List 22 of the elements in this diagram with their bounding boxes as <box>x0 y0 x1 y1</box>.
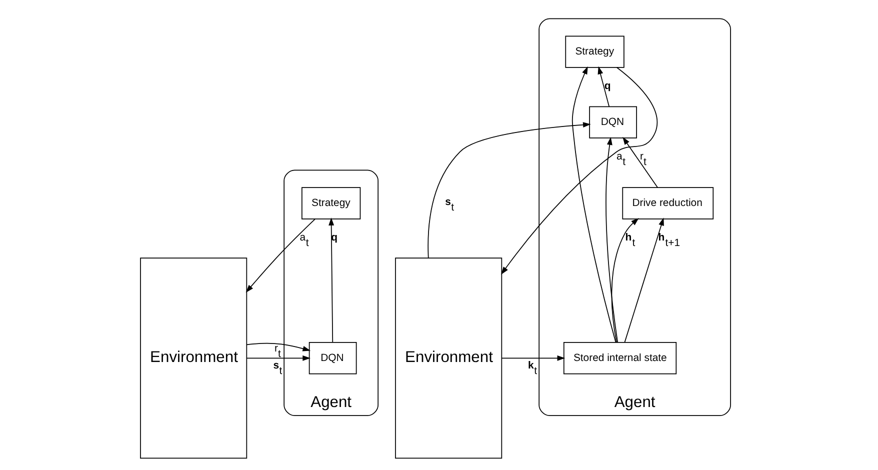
arrow <box>606 137 618 343</box>
arrow <box>598 66 610 107</box>
arrow <box>501 355 566 361</box>
node-box: Strategy <box>565 36 624 68</box>
arrow <box>572 66 616 343</box>
arrow <box>246 355 310 361</box>
node-box: Stored internal state <box>563 342 677 374</box>
node-box: Environment <box>395 258 502 459</box>
arrow <box>611 218 639 343</box>
arrow <box>501 67 658 275</box>
edge-label: q <box>604 80 611 92</box>
node-box: Environment <box>140 258 248 459</box>
arrow <box>246 342 311 352</box>
node-box: DQN <box>308 342 357 374</box>
arrow <box>328 218 334 343</box>
arrow <box>428 122 591 258</box>
arrow <box>622 136 658 188</box>
node-box: Strategy <box>302 187 361 220</box>
node-box: DQN <box>589 106 637 138</box>
node-box: Drive reduction <box>622 187 714 220</box>
arrow <box>624 218 664 343</box>
arrow <box>246 218 316 293</box>
